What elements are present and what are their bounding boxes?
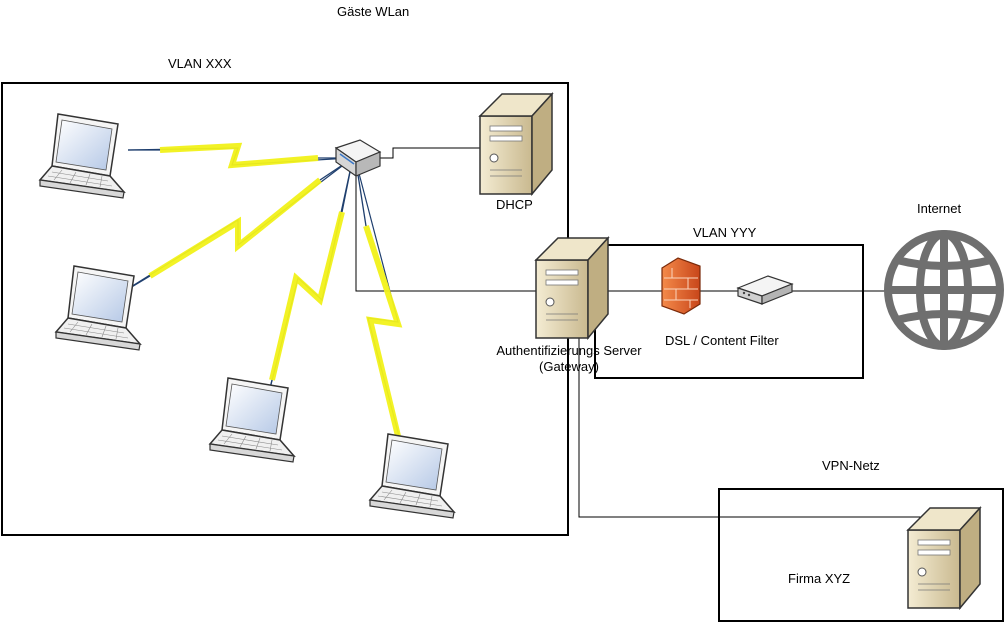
server-tower-icon-dhcp — [479, 93, 553, 195]
device-label-dsl-filter: DSL / Content Filter — [665, 333, 779, 348]
device-label-auth-server-line2: (Gateway) — [539, 359, 599, 374]
link-gateway-vpn — [578, 335, 935, 518]
device-label-dhcp: DHCP — [496, 197, 533, 212]
zone-vpn-box — [718, 488, 1004, 622]
link-ap-dhcp — [378, 147, 515, 159]
globe-icon — [884, 230, 1004, 350]
device-label-auth-server: Authentifizierungs Server (Gateway) — [484, 343, 654, 375]
laptop-icon-2 — [55, 265, 141, 351]
zone-label-vpn: VPN-Netz — [822, 458, 880, 473]
server-tower-icon-company — [907, 507, 981, 609]
firewall-brick-icon — [661, 257, 701, 315]
wifi-access-point-icon — [334, 139, 382, 178]
zone-label-vlan-xxx: VLAN XXX — [168, 56, 232, 71]
device-label-company: Firma XYZ — [788, 571, 851, 586]
server-tower-icon-gateway — [535, 237, 609, 339]
link-ap-gateway — [355, 170, 540, 292]
modem-icon — [736, 275, 794, 305]
diagram-title: Gäste WLan — [337, 4, 410, 19]
device-label-internet: Internet — [917, 201, 962, 216]
laptop-icon-3 — [209, 377, 295, 463]
device-label-auth-server-line1: Authentifizierungs Server — [496, 343, 642, 358]
laptop-icon-1 — [39, 113, 125, 199]
laptop-icon-4 — [369, 433, 455, 519]
zone-label-vlan-yyy: VLAN YYY — [693, 225, 757, 240]
